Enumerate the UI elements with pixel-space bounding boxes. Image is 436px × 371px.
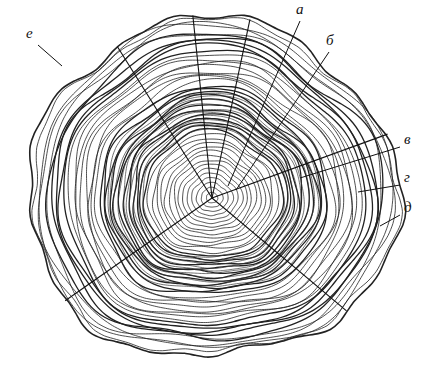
growth-rings — [30, 15, 406, 357]
radial-line — [193, 16, 212, 198]
growth-ring — [161, 147, 266, 242]
growth-ring — [91, 76, 340, 303]
radial-lines — [65, 16, 387, 311]
growth-ring — [64, 50, 366, 325]
growth-ring — [87, 73, 344, 307]
part-letter: е — [26, 26, 33, 41]
leader-lines — [38, 21, 400, 226]
growth-ring — [143, 129, 284, 258]
part-letter: б — [326, 33, 334, 48]
growth-ring — [108, 94, 321, 287]
leader-line — [300, 147, 400, 178]
radial-line — [117, 47, 212, 198]
radial-line — [212, 134, 388, 198]
growth-ring — [32, 18, 403, 352]
leader-line — [228, 21, 300, 186]
part-letter: в — [404, 132, 411, 147]
part-letter: д — [404, 200, 412, 215]
radial-line — [212, 198, 346, 311]
leader-line — [38, 45, 62, 66]
growth-ring — [56, 40, 378, 334]
leader-line — [358, 185, 400, 192]
leader-line — [236, 52, 329, 190]
growth-ring — [88, 74, 339, 302]
growth-ring — [110, 96, 319, 286]
leader-line — [380, 215, 400, 226]
growth-ring — [30, 15, 406, 357]
radial-line — [212, 19, 250, 198]
part-letter: г — [404, 170, 410, 185]
radial-line — [65, 198, 212, 301]
growth-ring — [152, 139, 272, 248]
growth-ring — [38, 21, 395, 345]
part-letter: а — [296, 2, 304, 17]
